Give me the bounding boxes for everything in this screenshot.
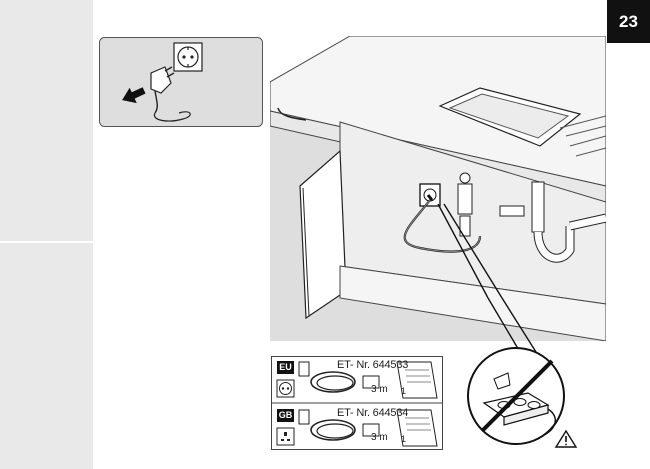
quantity: 1: [401, 434, 407, 444]
installation-scene: [269, 35, 607, 342]
region-badge: EU: [277, 361, 294, 374]
warning-triangle-icon: [554, 429, 578, 448]
margin-sidebar: [0, 0, 93, 469]
part-number: ET- Nr. 644534: [337, 407, 409, 419]
push-arrow-icon: [122, 87, 146, 104]
sidebar-divider: [0, 241, 93, 243]
spare-part-row-eu: EU ET- Nr. 644533 3 m 1: [271, 356, 443, 401]
part-number: ET- Nr. 644533: [337, 359, 409, 371]
manual-pages-icon: [396, 361, 438, 447]
spare-part-row-gb: GB ET- Nr. 644534 3 m 1: [271, 404, 443, 449]
wall-socket-icon: [419, 183, 441, 207]
wall-socket-icon: [173, 42, 203, 72]
drain-trap: [499, 181, 607, 263]
cable-length: 3 m: [371, 384, 388, 395]
sink-illustration: [438, 87, 607, 157]
spare-parts-panel: EU ET- Nr. 644533 3 m 1 GB ET- Nr. 64453…: [271, 356, 443, 450]
prohibited-slash: [480, 359, 554, 433]
no-extension-cord-callout: [464, 343, 588, 449]
cable-length: 3 m: [371, 432, 388, 443]
page-number: 23: [607, 0, 650, 43]
water-valve: [457, 172, 473, 237]
plug-icon: [150, 66, 191, 122]
quantity: 1: [401, 386, 407, 396]
coiled-cord-icon: [298, 409, 380, 441]
plug-insert-inset: [99, 37, 263, 127]
region-badge: GB: [277, 409, 294, 422]
coiled-cord-icon: [298, 361, 380, 393]
